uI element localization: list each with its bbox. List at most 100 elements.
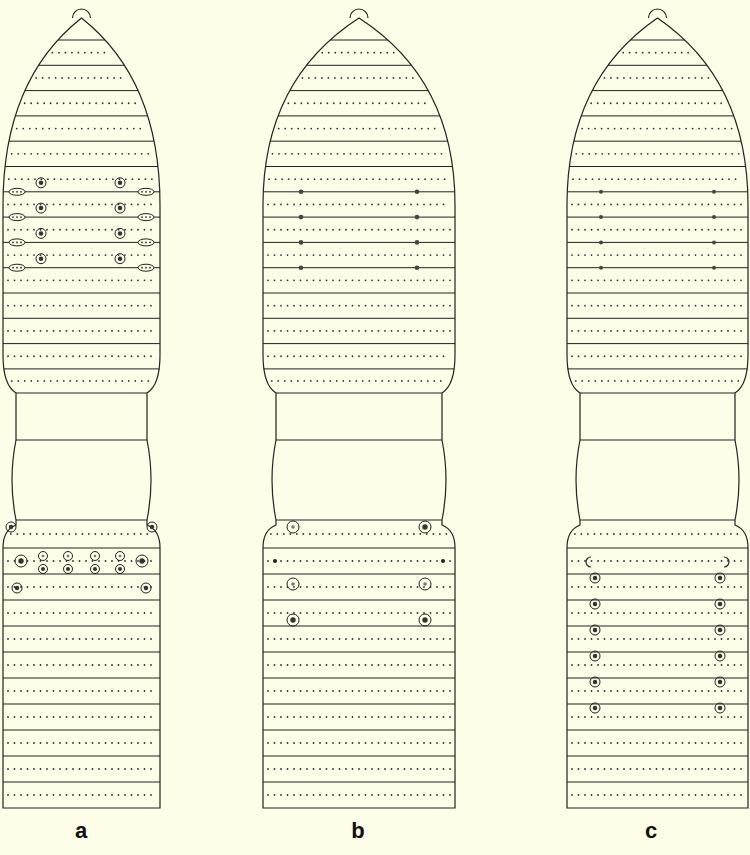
setae-dot [727, 690, 729, 692]
setae-dot [362, 128, 364, 130]
setae-dot [7, 742, 9, 744]
setae-dot [636, 229, 638, 231]
setae-dot [578, 586, 580, 588]
setae-dot [40, 178, 42, 180]
segment-line [592, 90, 723, 91]
setae-dot [365, 204, 367, 206]
setae-dot [27, 690, 29, 692]
setae-dot [306, 305, 308, 307]
setae-dot [591, 716, 593, 718]
setae-dot [124, 742, 126, 744]
setae-dot [643, 305, 645, 307]
setae-dot [14, 355, 16, 357]
setae-dot [313, 254, 315, 256]
setae-dot [274, 612, 276, 614]
setae-dot [675, 77, 677, 79]
setae-dot [630, 305, 632, 307]
setae-dot [626, 533, 628, 535]
setae-dot [410, 305, 412, 307]
setae-dot [410, 229, 412, 231]
setae-dot [682, 229, 684, 231]
setae-dot [721, 612, 723, 614]
setae-dot [679, 380, 681, 382]
setae-dot [30, 380, 32, 382]
setae-dot [627, 128, 629, 130]
setae-dot [678, 533, 680, 535]
setae-dot [623, 586, 625, 588]
setae-dot [24, 102, 26, 104]
setae-dot [412, 77, 414, 79]
setae-dot [151, 178, 153, 180]
setae-dot [332, 254, 334, 256]
setae-dot [46, 690, 48, 692]
segment-line [581, 115, 734, 116]
setae-dot [307, 178, 309, 180]
setae-dot [111, 279, 113, 281]
setae-dot [581, 128, 583, 130]
segment-line [567, 191, 747, 192]
setae-dot [53, 664, 55, 666]
setae-dot [33, 355, 35, 357]
setae-dot [630, 586, 632, 588]
setae-dot [316, 380, 318, 382]
setae-dot [339, 716, 341, 718]
setae-dot [708, 586, 710, 588]
setae-dot [75, 533, 77, 535]
setae-dot [298, 153, 300, 155]
setae-dot [40, 586, 42, 588]
setae-dot [111, 204, 113, 206]
setae-dot [436, 330, 438, 332]
setae-dot [95, 102, 97, 104]
setae-dot [449, 612, 451, 614]
setae-dot [66, 178, 68, 180]
setae-dot [50, 380, 52, 382]
setae-dot [79, 768, 81, 770]
setae-dot [397, 586, 399, 588]
pore-ring [15, 555, 27, 567]
setae-dot [280, 664, 282, 666]
setae-dot [287, 690, 289, 692]
setae-dot [332, 768, 334, 770]
segment-line [567, 574, 748, 575]
setae-dot [601, 380, 603, 382]
setae-dot [404, 664, 406, 666]
setae-dot [319, 560, 321, 562]
setae-dot [358, 254, 360, 256]
setae-dot [410, 355, 412, 357]
setae-dot [378, 638, 380, 640]
setae-dot [287, 355, 289, 357]
setae-dot [283, 533, 285, 535]
setae-dot [682, 638, 684, 640]
setae-dot [280, 768, 282, 770]
setae-dot [358, 664, 360, 666]
setae-dot [646, 380, 648, 382]
setae-dot [436, 716, 438, 718]
setae-dot [55, 128, 57, 130]
setae-dot [682, 560, 684, 562]
setae-dot [350, 153, 352, 155]
setae-dot [597, 305, 599, 307]
setae-dot [300, 638, 302, 640]
setae-dot [287, 768, 289, 770]
setae-dot [20, 279, 22, 281]
setae-dot [274, 664, 276, 666]
setae-dot [85, 355, 87, 357]
setae-dot [98, 330, 100, 332]
setae-dot [380, 533, 382, 535]
setae-dot [274, 254, 276, 256]
setae-dot [300, 690, 302, 692]
setae-dot [636, 612, 638, 614]
setae-dot [14, 638, 16, 640]
setae-dot [105, 279, 107, 281]
setae-dot [387, 533, 389, 535]
setae-dot [345, 204, 347, 206]
pore-center [291, 525, 295, 529]
setae-dot [656, 355, 658, 357]
setae-dot [423, 768, 425, 770]
setae-dot [53, 716, 55, 718]
setae-dot [270, 533, 272, 535]
setae-dot [150, 254, 152, 256]
setae-dot [672, 380, 674, 382]
setae-dot [124, 768, 126, 770]
setae-dot [424, 102, 426, 104]
